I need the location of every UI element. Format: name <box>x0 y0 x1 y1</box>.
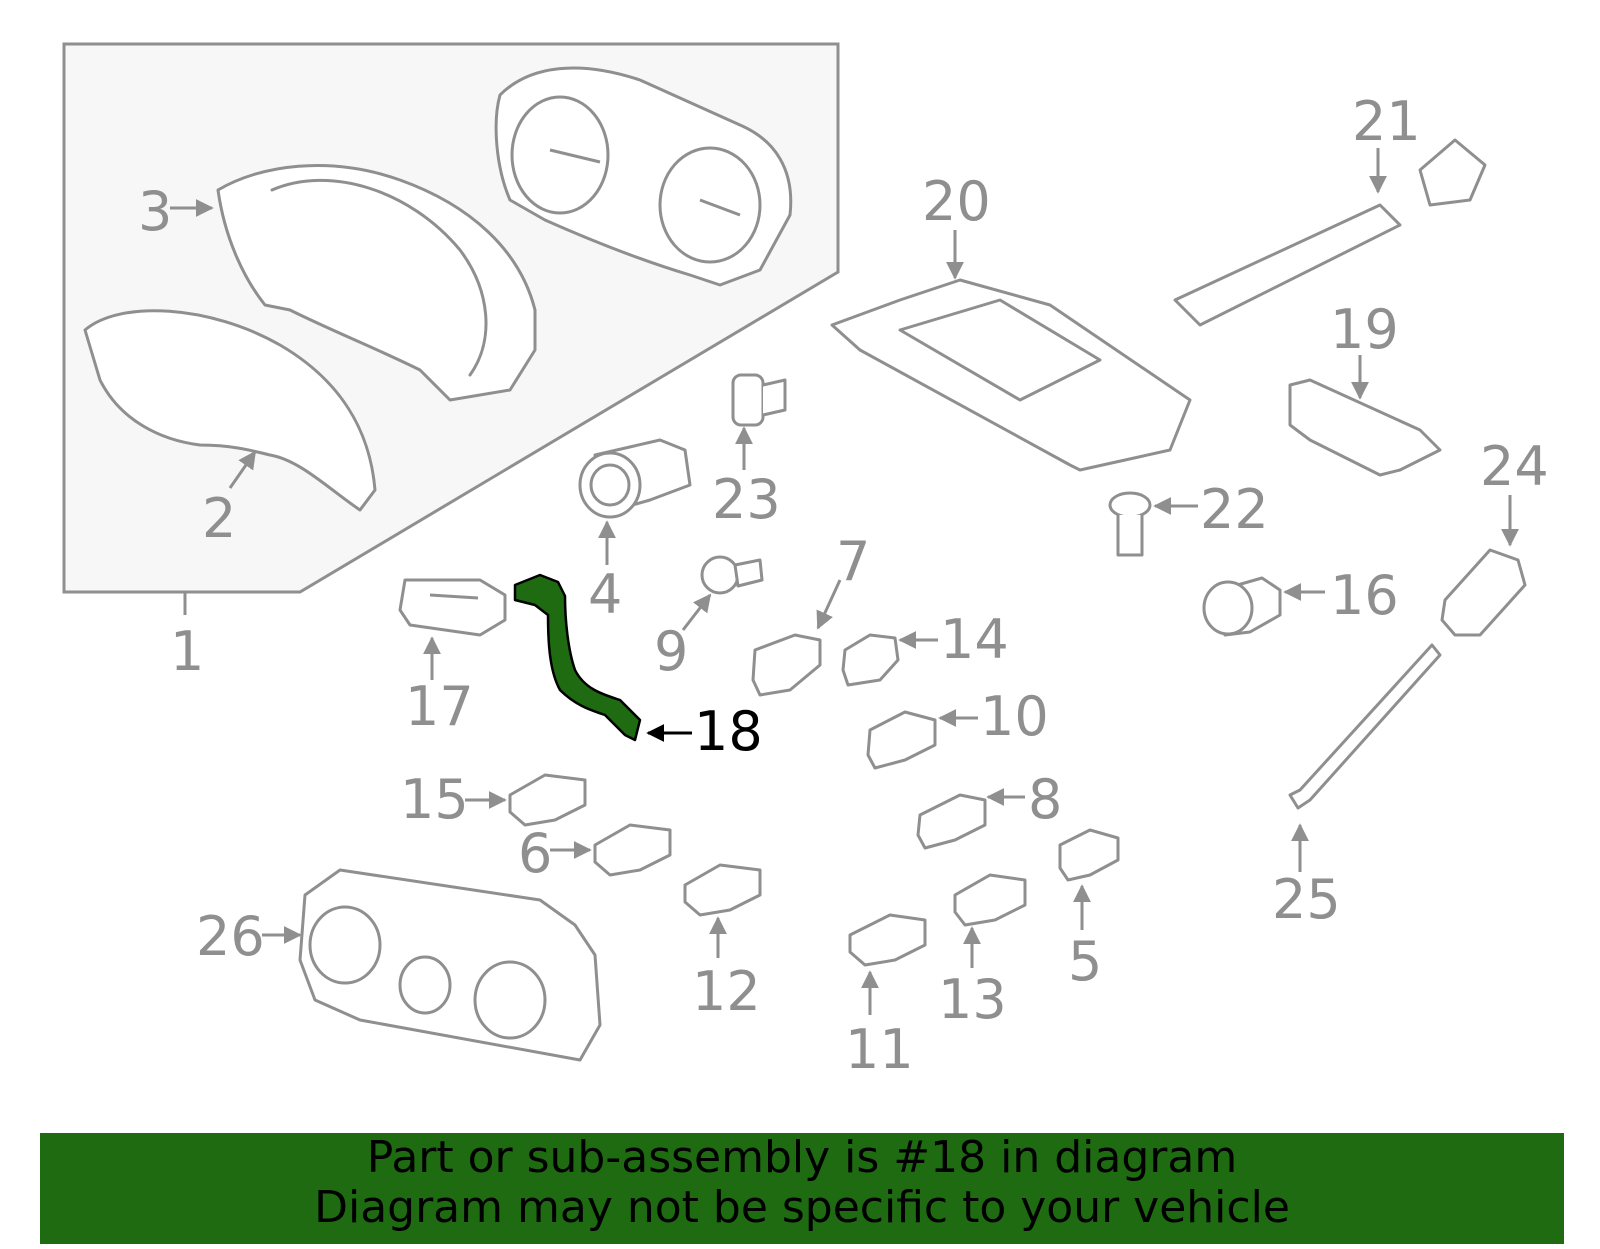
part-19-bracket[interactable] <box>1288 355 1442 477</box>
callout-19: 19 <box>1330 298 1399 361</box>
part-20-bracket[interactable] <box>830 230 1192 472</box>
callout-17: 17 <box>405 675 474 738</box>
part-8-switch[interactable] <box>916 788 1025 850</box>
callout-26: 26 <box>196 905 265 968</box>
part-14-switch[interactable] <box>841 631 938 687</box>
part-18-harness[interactable] <box>513 573 692 742</box>
callout-3: 3 <box>138 180 172 243</box>
callout-11: 11 <box>845 1018 914 1081</box>
part-26-control-panel[interactable] <box>262 868 602 1062</box>
callout-14: 14 <box>940 608 1009 671</box>
callout-4: 4 <box>588 563 622 626</box>
part-3-housing[interactable] <box>170 164 537 402</box>
part-9-bulb[interactable] <box>681 555 764 631</box>
callout-7: 7 <box>836 530 870 593</box>
part-24-switch[interactable] <box>1440 495 1527 637</box>
callout-12: 12 <box>692 960 761 1023</box>
part-11-switch[interactable] <box>848 913 927 1015</box>
part-21-module[interactable] <box>1173 138 1487 327</box>
part-5-switch[interactable] <box>1058 828 1120 930</box>
callout-22: 22 <box>1200 478 1269 541</box>
part-23-switch[interactable] <box>731 373 787 470</box>
part-15-switch[interactable] <box>465 773 587 827</box>
cluster-gauges <box>494 66 793 287</box>
callout-15: 15 <box>400 768 469 831</box>
part-2-lens[interactable] <box>83 309 377 512</box>
callout-8: 8 <box>1028 768 1062 831</box>
part-13-switch[interactable] <box>953 873 1027 968</box>
part-12-switch[interactable] <box>683 863 762 958</box>
callout-5: 5 <box>1068 930 1102 993</box>
part-7-switch[interactable] <box>751 579 842 697</box>
callout-24: 24 <box>1480 435 1549 498</box>
callout-25: 25 <box>1272 868 1341 931</box>
part-4-socket[interactable] <box>578 438 692 565</box>
callout-1: 1 <box>170 620 204 683</box>
callout-13: 13 <box>938 968 1007 1031</box>
callout-10: 10 <box>980 685 1049 748</box>
part-25-rod[interactable] <box>1288 643 1442 872</box>
callout-9: 9 <box>654 620 688 683</box>
part-16-socket[interactable] <box>1202 576 1325 637</box>
callout-6: 6 <box>518 822 552 885</box>
part-6-switch[interactable] <box>550 823 672 877</box>
callout-16: 16 <box>1330 564 1399 627</box>
info-banner: Part or sub-assembly is #18 in diagram D… <box>40 1133 1564 1244</box>
callout-23: 23 <box>712 468 781 531</box>
part-10-switch[interactable] <box>866 709 978 770</box>
part-22-clip[interactable] <box>1108 491 1198 557</box>
banner-line-1: Part or sub-assembly is #18 in diagram <box>366 1132 1238 1183</box>
callout-20: 20 <box>922 170 991 233</box>
banner-line-2: Diagram may not be specific to your vehi… <box>314 1182 1290 1233</box>
callout-2: 2 <box>202 487 236 550</box>
part-17-vent[interactable] <box>398 578 507 680</box>
callout-18: 18 <box>694 700 763 763</box>
parts-diagram: 1 2 3 4 5 6 7 8 9 10 11 12 13 14 15 16 1… <box>62 42 1549 1081</box>
callout-21: 21 <box>1352 90 1421 153</box>
